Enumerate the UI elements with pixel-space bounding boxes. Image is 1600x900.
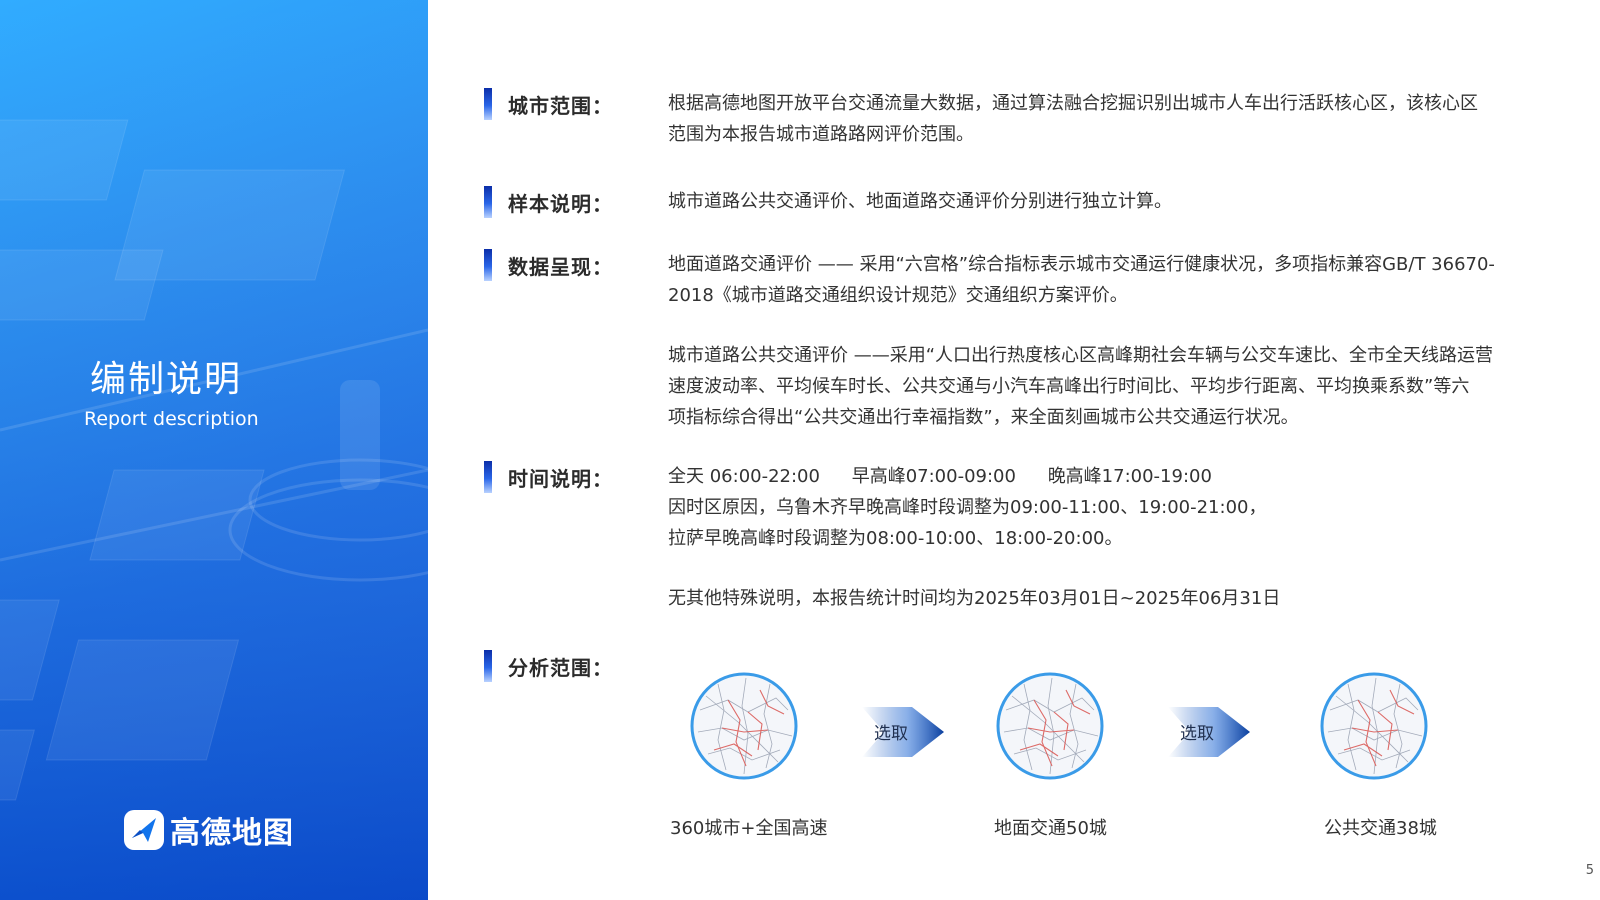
body-line: 地面道路交通评价 —— 采用“六宫格”综合指标表示城市交通运行健康状况，多项指标… xyxy=(668,254,1495,275)
section-heading: 时间说明： xyxy=(484,461,613,493)
section-label: 城市范围： xyxy=(508,93,613,118)
section-label: 时间说明： xyxy=(508,466,613,491)
city-background-art xyxy=(0,0,428,900)
section-marker-bar xyxy=(484,186,492,218)
arrow-right-icon xyxy=(1168,707,1250,757)
road-map-circle-icon xyxy=(994,670,1106,782)
arrow-right-icon xyxy=(862,707,944,757)
body-line: 无其他特殊说明，本报告统计时间均为2025年03月01日~2025年06月31日 xyxy=(668,588,1281,609)
arrow-label: 选取 xyxy=(1180,724,1214,744)
scope-map-public-transit xyxy=(1318,670,1430,782)
section-body: 地面道路交通评价 —— 采用“六宫格”综合指标表示城市交通运行健康状况，多项指标… xyxy=(668,249,1568,433)
section-heading: 样本说明： xyxy=(484,186,613,218)
body-line: 因时区原因，乌鲁木齐早晚高峰时段调整为09:00-11:00、19:00-21:… xyxy=(668,497,1267,518)
panel-subtitle: Report description xyxy=(84,408,259,430)
select-arrow: 选取 xyxy=(1168,703,1250,761)
amap-logo-icon xyxy=(124,810,164,850)
scope-caption: 公共交通38城 xyxy=(1324,818,1437,839)
body-line: 拉萨早晚高峰时段调整为08:00-10:00、18:00-20:00。 xyxy=(668,528,1123,549)
section-heading: 分析范围： xyxy=(484,650,613,682)
section-marker-bar xyxy=(484,249,492,281)
section-body: 城市道路公共交通评价、地面道路交通评价分别进行独立计算。 xyxy=(668,186,1568,217)
section-heading: 数据呈现： xyxy=(484,249,613,281)
body-line: 2018《城市道路交通组织设计规范》交通组织方案评价。 xyxy=(668,285,1128,306)
road-map-circle-icon xyxy=(1318,670,1430,782)
section-marker-bar xyxy=(484,461,492,493)
body-line: 范围为本报告城市道路路网评价范围。 xyxy=(668,124,974,145)
body-line: 项指标综合得出“公共交通出行幸福指数”，来全面刻画城市公共交通运行状况。 xyxy=(668,407,1299,428)
section-label: 样本说明： xyxy=(508,191,613,216)
evening-peak-period: 晚高峰17:00-19:00 xyxy=(1047,466,1212,487)
body-line: 城市道路公共交通评价、地面道路交通评价分别进行独立计算。 xyxy=(668,191,1172,212)
scope-map-ground-traffic xyxy=(994,670,1106,782)
arrow-label: 选取 xyxy=(874,724,908,744)
panel-title: 编制说明 xyxy=(90,359,243,400)
scope-map-360-cities xyxy=(688,670,800,782)
section-label: 分析范围： xyxy=(508,655,613,680)
cover-panel: 编制说明 Report description 高德地图 xyxy=(0,0,428,900)
brand-logo: 高德地图 xyxy=(122,808,294,852)
section-body: 全天 06:00-22:00 早高峰07:00-09:00 晚高峰17:00-1… xyxy=(668,461,1568,614)
page-number: 5 xyxy=(1585,863,1594,878)
all-day-period: 全天 06:00-22:00 xyxy=(668,466,820,487)
road-map-circle-icon xyxy=(688,670,800,782)
select-arrow: 选取 xyxy=(862,703,944,761)
section-marker-bar xyxy=(484,88,492,120)
section-label: 数据呈现： xyxy=(508,254,613,279)
body-line: 速度波动率、平均候车时长、公共交通与小汽车高峰出行时间比、平均步行距离、平均换乘… xyxy=(668,376,1470,397)
body-line: 根据高德地图开放平台交通流量大数据，通过算法融合挖掘识别出城市人车出行活跃核心区… xyxy=(668,93,1478,114)
time-periods-row: 全天 06:00-22:00 早高峰07:00-09:00 晚高峰17:00-1… xyxy=(668,461,1568,492)
brand-name: 高德地图 xyxy=(170,816,294,851)
section-body: 根据高德地图开放平台交通流量大数据，通过算法融合挖掘识别出城市人车出行活跃核心区… xyxy=(668,88,1568,150)
section-marker-bar xyxy=(484,650,492,682)
scope-caption: 360城市+全国高速 xyxy=(670,818,828,839)
morning-peak-period: 早高峰07:00-09:00 xyxy=(851,466,1016,487)
section-heading: 城市范围： xyxy=(484,88,613,120)
body-line: 城市道路公共交通评价 ——采用“人口出行热度核心区高峰期社会车辆与公交车速比、全… xyxy=(668,345,1494,366)
scope-caption: 地面交通50城 xyxy=(994,818,1107,839)
